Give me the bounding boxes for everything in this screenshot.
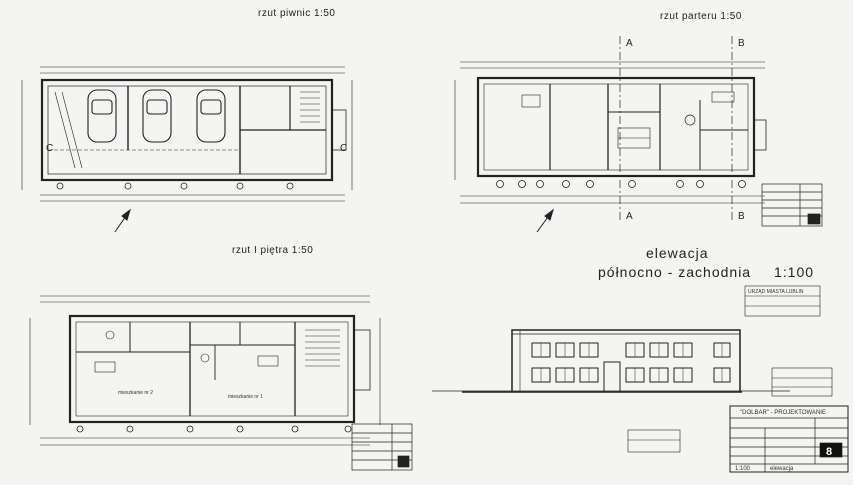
city-office-label: URZĄD MIASTA LUBLIN [748,289,804,295]
room-label-1: mieszkanie nr 2 [118,390,153,396]
first-floor-plan [29,295,381,446]
section-mark-a-bottom: A [626,211,634,222]
title-block-sheet-title: elewacja [770,466,794,472]
title-block [729,405,849,473]
elevation-drawing [432,329,790,393]
basement-title: rzut piwnic 1:50 [258,8,336,19]
side-mark-c-left: C [46,143,54,154]
title-block-scale: 1:100 [735,466,751,472]
first-floor-title: rzut I piętra 1:50 [232,245,314,256]
sheet-number: 8 [826,446,832,458]
north-arrow-ground [536,208,554,233]
section-mark-b-bottom: B [738,211,746,222]
ground-floor-title: rzut parteru 1:50 [660,11,742,22]
room-label-2: mieszkanie nr 1 [228,394,263,400]
first-floor-stamp [351,423,413,471]
section-mark-a-top: A [626,38,634,49]
office-stamp [744,285,833,397]
elevation-title-line1: elewacja [646,245,709,261]
elevation-scale: 1:100 [774,264,815,280]
approval-stamp [627,429,681,453]
elevation-title-line2: północno - zachodnia [598,264,752,280]
side-mark-c-right: C [340,143,348,154]
ground-floor-plan [454,36,767,222]
ground-floor-stamp [761,183,823,227]
north-arrow-basement [114,208,131,233]
company-name: "DOLBAR" - PROJEKTOWANIE [740,410,826,416]
section-mark-b-top: B [738,38,746,49]
basement-plan [21,66,353,202]
